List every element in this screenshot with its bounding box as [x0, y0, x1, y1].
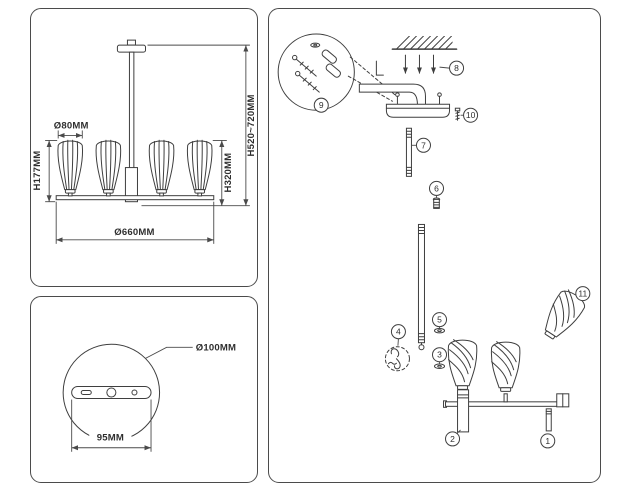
callout-1-number: 1 [545, 436, 550, 446]
shade-height-label: H177MM [32, 151, 43, 191]
canopy-drawing: Ø100MM 95MM [62, 342, 236, 452]
canopy-plate [385, 103, 451, 118]
callout-10: 10 [463, 107, 479, 123]
callout-6-number: 6 [434, 183, 439, 193]
center-column [457, 389, 470, 433]
shade-stem [503, 393, 508, 403]
washer [310, 42, 321, 48]
dim-shade-diameter: Ø80MM [54, 120, 89, 139]
frame-height-label: H320MM [223, 153, 234, 193]
callout-7-number: 7 [421, 140, 426, 150]
callout-2: 2 [445, 431, 461, 447]
bracket-side-hole [131, 389, 138, 396]
screw-head [291, 54, 298, 61]
bottom-finial [545, 408, 552, 432]
chandelier-side-view [55, 39, 215, 203]
callout-4: 4 [390, 324, 406, 340]
dim-overall-diameter: Ø660MM [55, 201, 215, 244]
lampshade [95, 139, 122, 197]
callout-9: 9 [313, 97, 329, 113]
callout-4-number: 4 [396, 327, 401, 337]
screw-head [295, 70, 301, 77]
dim-frame-height: H320MM [212, 140, 234, 206]
callout-8-number: 8 [454, 63, 459, 73]
ceiling-hatch [391, 36, 458, 50]
callout-2-number: 2 [450, 434, 455, 444]
dim-base-diameter: Ø100MM [145, 342, 236, 359]
extension-rod [417, 223, 425, 351]
overall-height-label: H520~720MM [246, 94, 257, 156]
bracket-center-hole [106, 387, 117, 398]
canopy [116, 44, 147, 53]
ceiling-stem [126, 39, 136, 46]
dim-hole-spacing: 95MM [71, 399, 152, 452]
callout-7: 7 [415, 137, 431, 153]
dim-shade-height: H177MM [32, 140, 58, 203]
ceiling-canopy-assembly [358, 83, 451, 118]
canopy-base-view [62, 343, 161, 442]
callout-11: 11 [575, 286, 591, 302]
lock-ring-lower [433, 363, 446, 369]
side-screw [454, 107, 461, 121]
callout-9-number: 9 [319, 100, 324, 110]
shade-diameter-label: Ø80MM [54, 120, 89, 131]
dim-overall-height: H520~720MM [141, 44, 257, 207]
callout-5-number: 5 [437, 315, 442, 325]
lock-ring-upper [433, 327, 446, 334]
lampshade [186, 139, 213, 197]
arm-assembly [443, 289, 585, 433]
lampshade [148, 139, 175, 197]
lampshade [490, 341, 521, 392]
bent-tube [358, 83, 426, 106]
callout-6: 6 [428, 180, 445, 196]
anchor-sleeve [325, 63, 341, 78]
safety-hook-detail [384, 338, 410, 372]
connector-stud [432, 197, 441, 209]
callout-11-number: 11 [578, 289, 587, 299]
bracket-slot [80, 390, 92, 396]
base-diameter-label: Ø100MM [196, 342, 236, 353]
callout-8: 8 [449, 60, 465, 76]
lampshade [57, 139, 84, 197]
anchor-detail-bubble [277, 33, 396, 111]
canopy-panel: Ø100MM 95MM [30, 296, 258, 483]
insert-arrows [375, 54, 436, 76]
upper-rod [405, 127, 412, 177]
mounting-bracket [71, 385, 152, 400]
hang-loop [418, 344, 425, 351]
callout-10-number: 10 [466, 110, 476, 120]
center-hub [124, 167, 138, 203]
dimension-drawing: Ø80MM H177MM H320MM H520~720MM Ø660MM [32, 39, 257, 244]
lampshade [447, 339, 478, 390]
down-rod [128, 51, 135, 172]
hole-spacing-label: 95MM [97, 433, 124, 444]
callout-1: 1 [540, 433, 556, 449]
callout-3-number: 3 [437, 350, 442, 360]
arm-bar [55, 195, 215, 201]
dimension-panel: Ø80MM H177MM H320MM H520~720MM Ø660MM [30, 8, 258, 287]
align-bracket [375, 60, 384, 76]
assembly-drawing: 1 2 3 4 5 6 7 8 9 10 11 [277, 33, 591, 449]
callout-3: 3 [431, 347, 448, 363]
overall-diameter-label: Ø660MM [114, 227, 154, 238]
anchor-sleeve [321, 49, 337, 64]
callout-5: 5 [431, 312, 448, 328]
label-backing [89, 431, 132, 443]
assembly-panel: 1 2 3 4 5 6 7 8 9 10 11 [268, 8, 601, 483]
